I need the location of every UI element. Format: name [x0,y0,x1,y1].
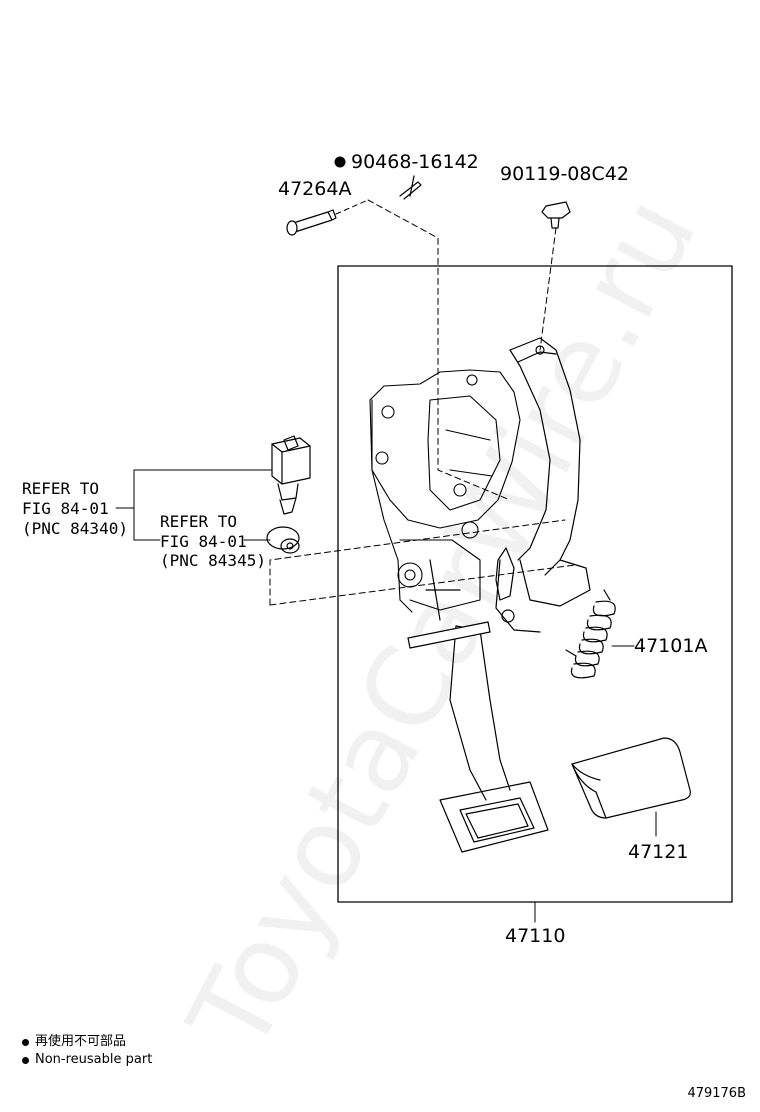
legend: 再使用不可部品 Non-reusable part [22,1033,152,1069]
label-clip: 90468-16142 [351,151,479,173]
diagram-id: 479176B [687,1086,746,1101]
label-pin: 47264A [278,178,351,200]
pin-part [286,199,369,236]
assembly-frame [337,265,733,903]
label-spring: 47101A [634,635,707,657]
ref2-line3: (PNC 84345) [160,551,266,570]
bolt-part [541,201,571,229]
switch-part [271,435,311,515]
ref2-line1: REFER TO [160,512,237,531]
dashed-leaders [269,199,576,606]
pedal-arm [407,337,591,801]
pad-cover-part [571,737,691,837]
cushion-part [266,526,300,554]
reference-brackets [115,469,273,541]
pedal-bracket [369,369,521,613]
ref1-line1: REFER TO [22,479,99,498]
legend-text-cn: 再使用不可部品 [35,1034,127,1049]
label-pad: 47121 [628,841,688,863]
bullet-icon [22,1056,29,1064]
label-bolt: 90119-08C42 [500,163,629,185]
ref1-line2: FIG 84-01 [22,499,109,518]
label-assembly: 47110 [505,925,565,947]
pedal-plate [439,781,549,853]
non-reusable-marker [334,156,346,168]
clip-part [399,175,422,200]
legend-row-en: Non-reusable part [22,1051,152,1069]
legend-row-cn: 再使用不可部品 [22,1033,152,1051]
ref1-line3: (PNC 84340) [22,519,128,538]
bullet-icon [22,1038,29,1046]
ref2-line2: FIG 84-01 [160,532,247,551]
spring-part [565,589,635,679]
legend-text-en: Non-reusable part [35,1052,153,1067]
